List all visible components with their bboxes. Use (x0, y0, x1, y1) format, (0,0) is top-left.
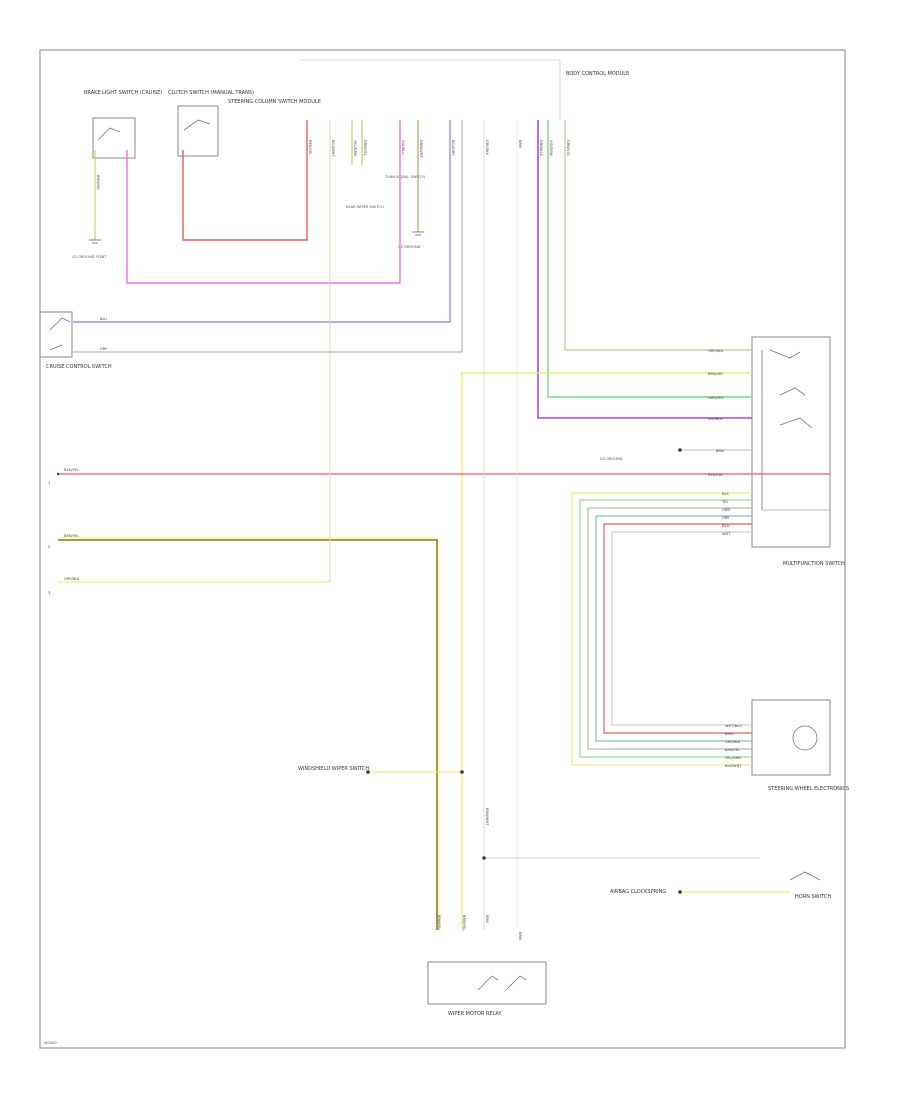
wire-red-top (182, 120, 308, 241)
top-wire-label-5: VIO/BLU (401, 140, 405, 155)
splice-dot-6 (56, 472, 60, 476)
top-wire-label-12: GRN/VIO (566, 140, 570, 156)
splice-dot-3 (366, 770, 370, 774)
bottom-connector-labels: BRN/YEL BRN/YEL BRN BRN (437, 915, 522, 940)
bottom-right-label-2: BRN (725, 732, 733, 736)
brake-light-switch: BRAKE LIGHT SWITCH (CRUISE) (84, 90, 162, 159)
top-wire-label-7: BLU/GRY (451, 140, 455, 156)
legend-wire-2: BRN/YEL (64, 534, 79, 538)
splice-dot-4 (678, 448, 682, 452)
conn-lower-label-2: YEL (722, 500, 728, 504)
ground-point-2-label: G2 GROUND (398, 245, 421, 249)
splice-dot-2 (482, 856, 486, 860)
wire-tan-top (564, 120, 752, 351)
wire-yellow-long (461, 372, 752, 930)
wire-gray (73, 120, 463, 353)
top-wire-label-8: GRY/BLK (485, 140, 489, 156)
mid-short-labels: BLU GRY (100, 317, 108, 351)
bottom-right-label-6: BLK/WHT (725, 764, 742, 768)
clutch-switch-label: CLUTCH SWITCH (MANUAL TRANS) (168, 90, 254, 96)
top-wire-label-2: BLU/WHT (331, 140, 335, 157)
legend-wire-3: GRY/BLK (64, 577, 80, 581)
top-wire-label-11: VIO/GRN (549, 140, 553, 156)
conn-lower-label-5: RED (722, 524, 730, 528)
diagram-frame (39, 49, 846, 1049)
steering-wheel-electronics-label: STEERING WHEEL ELECTRONICS (768, 786, 849, 792)
horn-switch: HORN SWITCH (789, 871, 831, 900)
wire-blue (73, 120, 451, 323)
wiper-motor-relay-label: WIPER MOTOR RELAY (448, 1011, 503, 1017)
splice-dot-1 (460, 770, 464, 774)
rear-wiper-switch-label: REAR WIPER SWITCH (346, 205, 384, 209)
steering-column-module-label-group: STEERING COLUMN SWITCH MODULE BODY CONTR… (228, 71, 629, 105)
wire-green (547, 120, 752, 398)
bottom-right-label-1: WHT/BLU (725, 724, 742, 728)
conn-right-label-2: BRN/YEL (708, 372, 723, 376)
conn-right-label-4: VIO/BLU (708, 417, 723, 421)
connector-right-lower-labels: BLK YEL GRN GRY RED WHT (722, 492, 731, 536)
bottom-right-labels: WHT/BLU BRN GRY/BLK BRN/YEL YEL/GRN BLK/… (725, 724, 742, 768)
top-wire-label-6: GRN/WHT (419, 140, 423, 158)
airbag-clockspring-tag: AIRBAG CLOCKSPRING (610, 889, 666, 895)
bottom-right-label-3: GRY/BLK (725, 740, 741, 744)
turn-signal-switch-label: TURN SIGNAL SWITCH (384, 175, 425, 179)
legend-num-1: 1 (48, 481, 50, 485)
wire-pink (126, 120, 401, 284)
top-wire-label-10: GRN/BLK (539, 140, 543, 157)
bottom-conn-label-1: BRN/YEL (437, 915, 441, 930)
mid-center-label: BRN/WHT (485, 808, 489, 826)
conn-right-label-1: GRY/BLK (708, 349, 724, 353)
splice-dot-5 (678, 890, 682, 894)
connector-right-labels: GRY/BLK BRN/YEL GRN/YEL VIO/BLU BRN RED/… (708, 349, 724, 477)
airbag-clockspring-label: AIRBAG CLOCKSPRING (610, 889, 666, 895)
windshield-wiper-switch-label: WINDSHIELD WIPER SWITCH (298, 766, 369, 772)
conn-lower-label-6: WHT (722, 532, 731, 536)
body-control-module-label: BODY CONTROL MODULE (566, 71, 629, 77)
bottom-conn-label-3: BRN (485, 915, 489, 923)
top-wire-label-1: RED/YEL (308, 140, 312, 155)
footer-code: W0000 (44, 1041, 57, 1045)
conn-right-label-3: GRN/YEL (708, 396, 724, 400)
left-legend: 1 2 3 RED/YEL BRN/YEL GRY/BLK (48, 468, 80, 595)
conn-right-label-5: BRN (716, 449, 724, 453)
windshield-wiper-switch-tag: WINDSHIELD WIPER SWITCH (298, 766, 369, 772)
ground-point-3-label: G3 GROUND (600, 457, 623, 461)
wire-bundle-right (571, 492, 752, 766)
cruise-control-switch-label: CRUISE CONTROL SWITCH (46, 364, 112, 370)
bottom-right-label-5: YEL/GRN (725, 756, 741, 760)
wire-violet (537, 120, 752, 419)
legend-num-2: 2 (48, 545, 50, 549)
clutch-switch: CLUTCH SWITCH (MANUAL TRANS) (168, 90, 254, 157)
top-wire-label-3: YEL/GRN (353, 140, 357, 156)
conn-lower-label-3: GRN (722, 508, 730, 512)
brake-light-switch-label: BRAKE LIGHT SWITCH (CRUISE) (84, 90, 162, 96)
mid-short-label-2: GRY (100, 347, 108, 351)
top-wire-label-4: GRN/YEL (363, 140, 367, 156)
top-wire-labels: RED/YEL BLU/WHT YEL/GRN GRN/YEL VIO/BLU … (96, 140, 570, 190)
cruise-control-switch: CRUISE CONTROL SWITCH (39, 311, 112, 370)
legend-num-3: 3 (48, 591, 50, 595)
bottom-right-label-4: BRN/YEL (725, 748, 740, 752)
top-wire-label-13: BRN/YEL (96, 175, 100, 190)
conn-lower-label-1: BLK (722, 492, 729, 496)
conn-lower-label-4: GRY (722, 516, 730, 520)
bottom-conn-label-4: BRN (518, 932, 522, 940)
multifunction-switch: MULTIFUNCTION SWITCH (751, 336, 845, 567)
bottom-conn-label-2: BRN/YEL (462, 915, 466, 930)
ground-symbol-1 (89, 239, 101, 244)
steering-wheel-electronics: STEERING WHEEL ELECTRONICS (751, 699, 849, 792)
top-wire-label-9: BRN (518, 140, 522, 148)
legend-wire-1: RED/YEL (64, 468, 79, 472)
steering-column-module-label: STEERING COLUMN SWITCH MODULE (228, 99, 321, 105)
wiper-motor-relay: WIPER MOTOR RELAY (427, 961, 547, 1017)
wire-olive-down (58, 539, 438, 930)
mid-short-label-1: BLU (100, 317, 107, 321)
ground-point-label: G1 GROUND POINT (72, 255, 107, 259)
ground-symbol-2 (412, 231, 424, 236)
conn-right-label-6: RED/YEL (708, 473, 723, 477)
horn-switch-label: HORN SWITCH (795, 894, 831, 900)
multifunction-switch-label: MULTIFUNCTION SWITCH (783, 561, 845, 567)
